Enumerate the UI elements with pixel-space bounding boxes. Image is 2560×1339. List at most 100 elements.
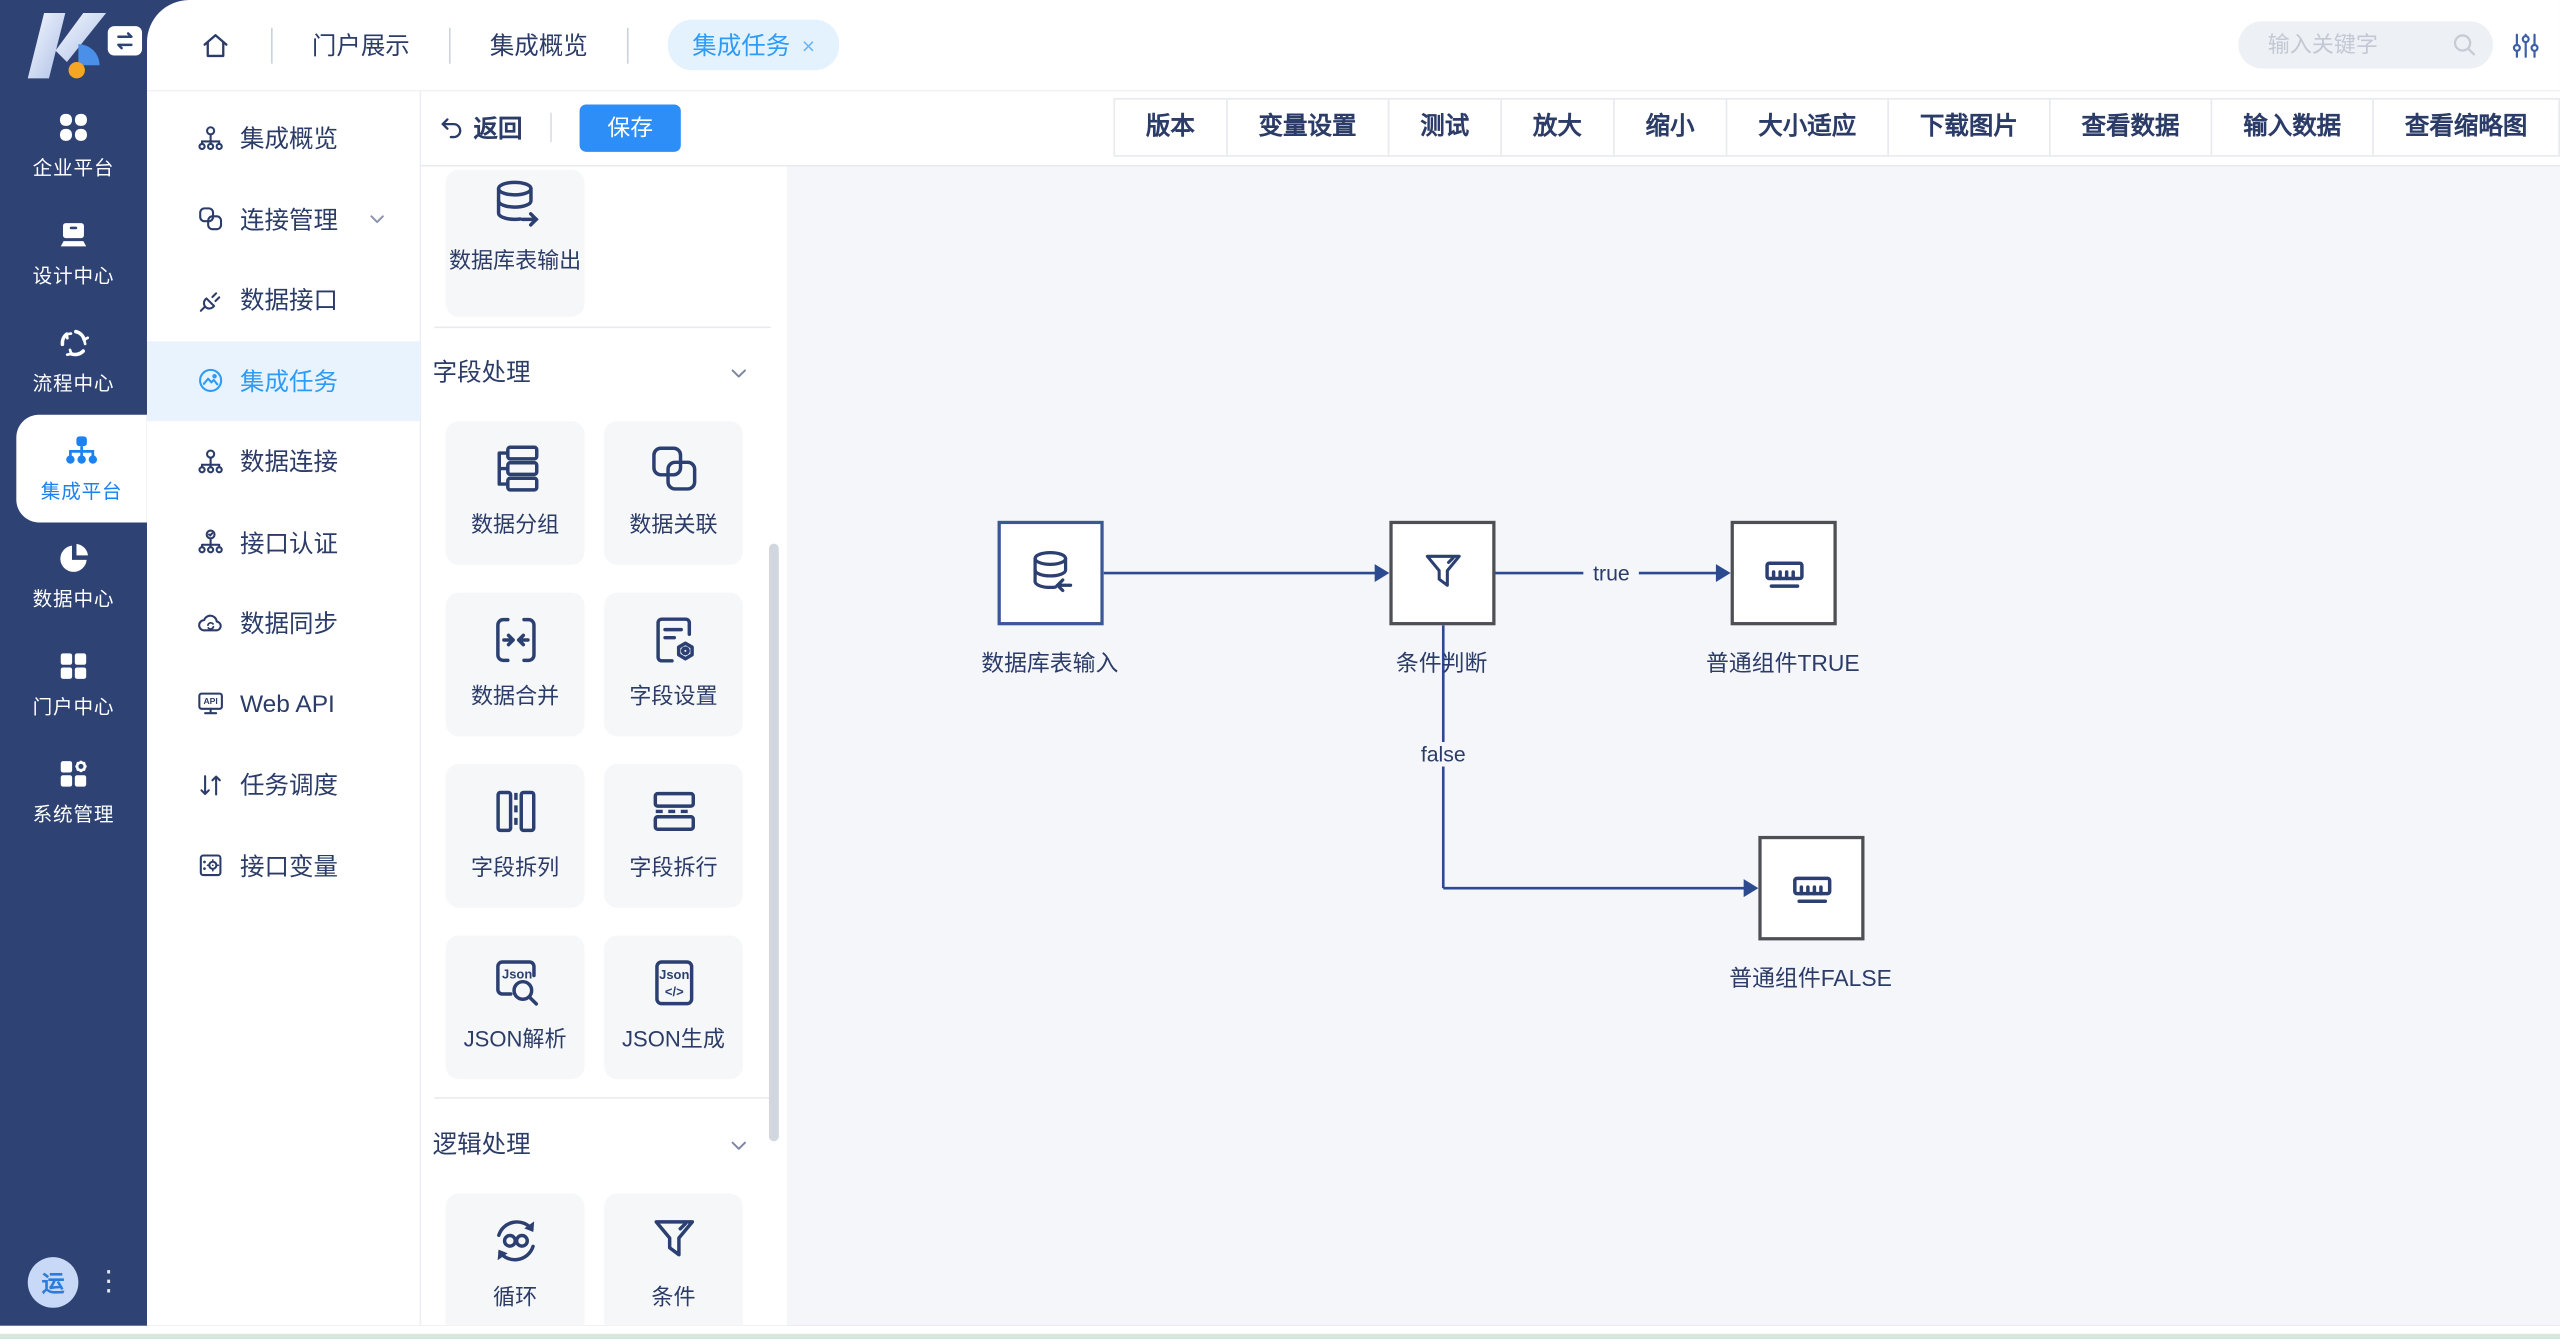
web-api-icon: API xyxy=(198,692,223,715)
rail-nav: 企业平台 设计中心 流程中心 集成平台 数据中心 门户中心 xyxy=(0,91,147,845)
secondary-sidebar: 集成概览 连接管理 数据接口 集成任务 数据连接 接口认证 xyxy=(146,89,422,1326)
action-download-image[interactable]: 下载图片 xyxy=(1887,97,2051,157)
app-logo[interactable] xyxy=(21,10,122,82)
process-center-icon xyxy=(60,329,90,357)
palette-tile-split-rows[interactable]: 字段拆行 xyxy=(604,764,743,908)
sidebar-item-overview[interactable]: 集成概览 xyxy=(147,98,420,179)
rail-item-process[interactable]: 流程中心 xyxy=(0,307,147,415)
bottom-accent-line xyxy=(0,1333,2560,1339)
sidebar-item-data-sync[interactable]: 数据同步 xyxy=(147,583,420,664)
node-db-input[interactable] xyxy=(997,520,1104,626)
auth-check-icon xyxy=(198,529,223,554)
palette-tile-split-columns[interactable]: 字段拆列 xyxy=(445,764,585,908)
split-columns-icon xyxy=(495,790,535,833)
palette-grid-logic: 循环 条件 xyxy=(445,1193,743,1326)
node-label: 条件判断 xyxy=(1395,649,1488,676)
workarea: 数据库表输出 字段处理 数据分组 数据关联 xyxy=(421,166,2560,1326)
split-rows-icon xyxy=(652,791,695,831)
topbar: 门户展示 集成概览 集成任务 × xyxy=(146,0,2560,92)
node-condition[interactable] xyxy=(1389,520,1496,626)
rail-item-design[interactable]: 设计中心 xyxy=(0,199,147,307)
flow-canvas[interactable]: true false 数据库表输入 条件判断 xyxy=(786,166,2560,1326)
user-avatar[interactable]: 运 xyxy=(27,1257,79,1308)
chevron-down-icon[interactable] xyxy=(367,208,387,228)
database-out-icon xyxy=(496,180,538,227)
logo-k-icon xyxy=(27,13,107,79)
sidebar-item-task-schedule[interactable]: 任务调度 xyxy=(147,744,420,825)
breadcrumb-item-overview[interactable]: 集成概览 xyxy=(489,32,588,61)
back-button[interactable]: 返回 xyxy=(438,110,522,144)
field-settings-icon xyxy=(655,617,694,663)
palette-tile-json-generate[interactable]: Json</> JSON生成 xyxy=(604,935,743,1080)
palette-tile-db-output[interactable]: 数据库表输出 xyxy=(445,169,585,317)
svg-text:Json: Json xyxy=(501,967,531,982)
action-input-data[interactable]: 输入数据 xyxy=(2210,97,2374,157)
palette-tile-condition[interactable]: 条件 xyxy=(604,1193,743,1326)
node-label: 普通组件FALSE xyxy=(1729,964,1892,992)
flow-editor: 返回 保存 版本 变量设置 测试 放大 缩小 大小适应 下载图片 查看数据 输入… xyxy=(421,89,2560,1326)
palette-tile-data-merge[interactable]: 数据合并 xyxy=(445,592,585,737)
action-test[interactable]: 测试 xyxy=(1387,97,1502,157)
more-options-icon[interactable]: ⋮ xyxy=(94,1265,123,1297)
data-group-icon xyxy=(496,445,538,492)
rail-item-integration[interactable]: 集成平台 xyxy=(16,414,147,523)
search-input[interactable] xyxy=(2264,31,2451,59)
node-label: 数据库表输入 xyxy=(981,649,1119,676)
data-center-icon xyxy=(60,543,88,572)
breadcrumb-item-portal[interactable]: 门户展示 xyxy=(311,32,410,61)
rail-item-system[interactable]: 系统管理 xyxy=(0,738,147,846)
main-area: 集成概览 连接管理 数据接口 集成任务 数据连接 接口认证 xyxy=(146,89,2560,1326)
rail-item-data[interactable]: 数据中心 xyxy=(0,522,147,630)
sidebar-item-api-variables[interactable]: 接口变量 xyxy=(147,825,420,906)
tab-close-icon[interactable]: × xyxy=(801,31,816,58)
system-manage-icon xyxy=(60,760,87,787)
svg-text:</>: </> xyxy=(664,984,683,999)
rail-item-portal[interactable]: 门户中心 xyxy=(0,630,147,738)
palette-divider xyxy=(434,1097,771,1099)
funnel-icon xyxy=(1424,554,1460,587)
sidebar-item-connections[interactable]: 连接管理 xyxy=(147,179,420,260)
primary-rail: 企业平台 设计中心 流程中心 集成平台 数据中心 门户中心 xyxy=(0,0,147,1326)
json-parse-icon: Json xyxy=(495,960,538,1006)
chevron-down-icon[interactable] xyxy=(728,362,749,383)
component-palette: 数据库表输出 字段处理 数据分组 数据关联 xyxy=(421,166,787,1326)
rail-item-enterprise[interactable]: 企业平台 xyxy=(0,91,147,199)
filter-sliders-icon[interactable] xyxy=(2511,30,2540,59)
search-icon[interactable] xyxy=(2451,31,2479,59)
sidebar-item-data-connection[interactable]: 数据连接 xyxy=(147,421,420,502)
palette-tile-data-group[interactable]: 数据分组 xyxy=(445,421,585,565)
action-variable-settings[interactable]: 变量设置 xyxy=(1225,97,1390,157)
palette-tile-field-settings[interactable]: 字段设置 xyxy=(604,592,743,737)
design-center-icon xyxy=(60,223,87,247)
workspace-switch-icon[interactable] xyxy=(107,26,143,56)
palette-tile-data-relate[interactable]: 数据关联 xyxy=(604,421,743,565)
home-icon[interactable] xyxy=(199,29,232,62)
action-view-thumbnail[interactable]: 查看缩略图 xyxy=(2372,97,2560,157)
palette-tile-json-parse[interactable]: Json JSON解析 xyxy=(445,935,585,1080)
palette-tile-loop[interactable]: 循环 xyxy=(445,1193,585,1326)
node-generic-false[interactable] xyxy=(1758,835,1865,941)
action-version[interactable]: 版本 xyxy=(1113,97,1228,157)
chevron-down-icon[interactable] xyxy=(728,1135,749,1156)
action-fit-size[interactable]: 大小适应 xyxy=(1725,97,1889,157)
node-generic-true[interactable] xyxy=(1730,520,1837,626)
edge-label-true: true xyxy=(1583,560,1640,586)
sidebar-item-integration-task[interactable]: 集成任务 xyxy=(146,340,420,422)
sidebar-item-web-api[interactable]: API Web API xyxy=(147,664,420,745)
integration-platform-icon xyxy=(66,436,98,464)
action-view-data[interactable]: 查看数据 xyxy=(2048,97,2213,157)
ruler-icon xyxy=(1764,561,1803,588)
sort-arrows-icon xyxy=(200,774,221,796)
json-generate-icon: Json</> xyxy=(654,960,693,1006)
loop-icon xyxy=(496,1220,534,1262)
action-zoom-out[interactable]: 缩小 xyxy=(1612,97,1728,157)
editor-toolbar-left: 返回 保存 xyxy=(438,90,681,165)
action-zoom-in[interactable]: 放大 xyxy=(1500,97,1615,157)
data-relate-icon xyxy=(651,446,696,491)
tab-integration-task[interactable]: 集成任务 × xyxy=(667,19,840,71)
save-button[interactable]: 保存 xyxy=(579,103,681,152)
sidebar-item-api-auth[interactable]: 接口认证 xyxy=(147,502,420,583)
editor-actions: 版本 变量设置 测试 放大 缩小 大小适应 下载图片 查看数据 输入数据 查看缩… xyxy=(1113,97,2560,157)
palette-scrollbar[interactable] xyxy=(768,543,779,1142)
sidebar-item-data-interface[interactable]: 数据接口 xyxy=(147,260,420,341)
